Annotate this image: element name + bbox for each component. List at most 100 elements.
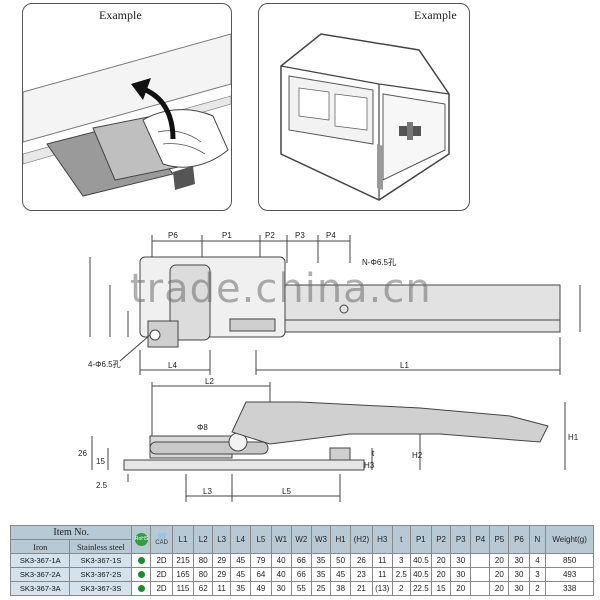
dim-l4: L4: [168, 361, 177, 370]
col-p5: P5: [489, 525, 510, 554]
value-cell-h1: 50: [329, 553, 352, 568]
rohs-cell: [131, 567, 152, 582]
dim-p6: P6: [168, 231, 178, 240]
col-p1: P1: [409, 525, 433, 554]
value-cell-w2: 66: [290, 553, 312, 568]
value-cell-w1: 30: [270, 581, 292, 596]
value-cell-w1: 40: [270, 567, 292, 582]
value-cell-h2: 26: [350, 553, 373, 568]
latch-top-view: P6 P1 P2 P3 P4 N-Φ6.5孔 4-Φ6.5孔 L4 L1: [88, 231, 581, 375]
value-cell-n: 3: [528, 567, 547, 582]
dim-p1: P1: [222, 231, 232, 240]
value-cell-h3: (13): [371, 581, 393, 596]
latch-side-view: L2 Φ8 H1 H2 H3 26 15 t 2.5 L3 L5: [78, 378, 579, 502]
value-cell-l3: 29: [212, 553, 232, 568]
value-cell-p1: 22.5: [409, 581, 433, 596]
iron-code-cell: SK3-367-1A: [9, 553, 71, 568]
col-l3: L3: [212, 525, 232, 554]
dim-h1: H1: [568, 433, 579, 442]
value-cell-w3: 25: [310, 581, 331, 596]
hand-latch-illustration: [23, 33, 231, 197]
col-n: N: [528, 525, 547, 554]
dim-l3: L3: [203, 487, 212, 496]
cad-cell: 2D: [150, 553, 173, 568]
hole-note: N-Φ6.5孔: [362, 258, 396, 267]
col-weight: Weight(g): [545, 525, 594, 554]
value-cell-n: 4: [528, 553, 547, 568]
col-p3: P3: [450, 525, 472, 554]
panel-title-left: Example: [99, 8, 142, 22]
iron-code-cell: SK3-367-3A: [9, 581, 71, 596]
hole-note-left: 4-Φ6.5孔: [88, 360, 121, 369]
dim-h3: H3: [364, 461, 375, 470]
value-cell-l1: 115: [171, 581, 195, 596]
rohs-dot-icon: [137, 571, 145, 579]
col-w1: W1: [270, 525, 292, 554]
panel-title-right: Example: [414, 8, 457, 22]
value-cell-l2: 62: [193, 581, 214, 596]
rohs-cell: [131, 553, 152, 568]
col-l2: L2: [193, 525, 214, 554]
value-cell-w2: 55: [290, 581, 312, 596]
value-cell-p3: 30: [450, 553, 472, 568]
value-cell-l3: 29: [212, 567, 232, 582]
value-cell-h3: 11: [371, 567, 393, 582]
value-cell-p6: 30: [508, 581, 530, 596]
value-cell-l4: 45: [230, 553, 252, 568]
rohs-cell: [131, 581, 152, 596]
value-cell-p1: 40.5: [409, 553, 433, 568]
spec-table: Item No. RoHS CAD L1 L2 L3 L4 L5 W1 W2 W…: [9, 525, 594, 596]
rohs-dot-icon: [137, 585, 145, 593]
dim-h2: H2: [412, 451, 423, 460]
iron-header: Iron: [9, 539, 71, 554]
value-cell-p3: 20: [450, 581, 472, 596]
col-p6: P6: [508, 525, 530, 554]
value-cell-p5: 20: [489, 581, 510, 596]
col-h1: H1: [329, 525, 352, 554]
dim-15: 15: [96, 457, 105, 466]
stainless-code-cell: SK3-367-1S: [69, 553, 133, 568]
value-cell-w3: 35: [310, 553, 331, 568]
item-no-header: Item No.: [9, 525, 133, 540]
dim-2-5: 2.5: [96, 481, 108, 490]
watermark: trade.china.cn: [130, 266, 432, 312]
cad-icon: CAD: [155, 532, 168, 547]
rohs-header: RoHS: [131, 525, 152, 554]
value-cell-h2: 21: [350, 581, 373, 596]
example-panel-hand: Example: [22, 3, 232, 211]
value-cell-l2: 80: [193, 567, 214, 582]
value-cell-w1: 40: [270, 553, 292, 568]
value-cell-w3: 35: [310, 567, 331, 582]
value-cell-w2: 66: [290, 567, 312, 582]
value-cell-t: 3: [391, 553, 411, 568]
value-cell-p6: 30: [508, 567, 530, 582]
value-cell-l1: 215: [171, 553, 195, 568]
col-l1: L1: [171, 525, 195, 554]
col-w3: W3: [310, 525, 331, 554]
col-p4: P4: [470, 525, 491, 554]
value-cell-l4: 35: [230, 581, 252, 596]
value-cell-p4: [470, 581, 491, 596]
value-cell-l5: 79: [250, 553, 272, 568]
rohs-icon: RoHS: [134, 533, 148, 546]
value-cell-p6: 30: [508, 553, 530, 568]
dim-l5: L5: [282, 487, 291, 496]
value-cell-p5: 20: [489, 553, 510, 568]
stainless-code-cell: SK3-367-3S: [69, 581, 133, 596]
value-cell-h1: 38: [329, 581, 352, 596]
dim-phi8: Φ8: [197, 423, 208, 432]
value-cell-p4: [470, 567, 491, 582]
value-cell-p2: 15: [431, 581, 452, 596]
col-h2: (H2): [350, 525, 373, 554]
dim-l1: L1: [400, 361, 409, 370]
col-l4: L4: [230, 525, 252, 554]
col-w2: W2: [290, 525, 312, 554]
col-p2: P2: [431, 525, 452, 554]
stainless-code-cell: SK3-367-2S: [69, 567, 133, 582]
value-cell-p3: 30: [450, 567, 472, 582]
dim-26: 26: [78, 449, 87, 458]
value-cell-h3: 11: [371, 553, 393, 568]
value-cell-l5: 49: [250, 581, 272, 596]
